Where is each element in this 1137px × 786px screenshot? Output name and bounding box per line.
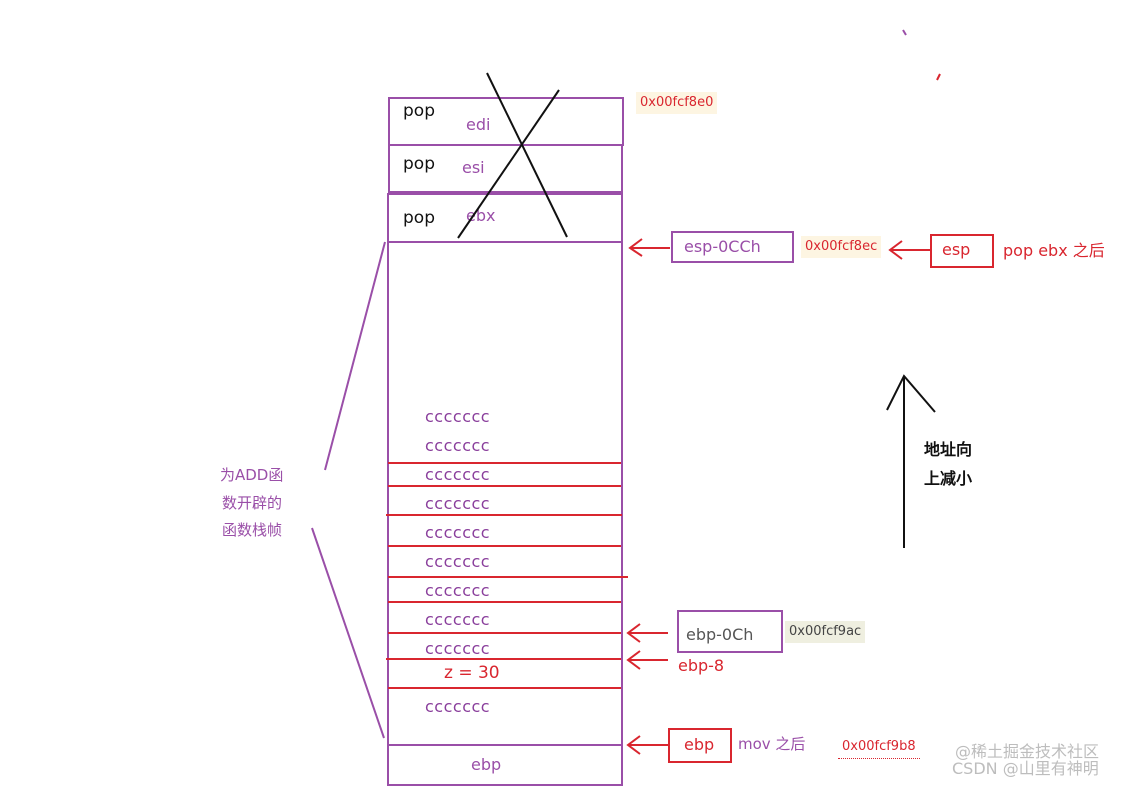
pop-label-ebx: pop [403,208,435,228]
z-value: z = 30 [444,663,500,683]
frame-divider [388,545,621,547]
esp-box [930,234,994,268]
stack-slot-ebp [387,744,623,786]
stray-mark [936,73,941,81]
reg-edi: edi [466,115,491,134]
cross-out-stroke [486,72,568,238]
watermark-line2: CSDN @山里有神明 [952,759,1099,778]
fill-value: ccccccc [425,465,491,484]
pop-label-edi: pop [403,101,435,121]
watermark-line1: @稀土掘金技术社区 [955,742,1100,761]
esp-0cch-label: esp-0CCh [684,237,761,256]
stack-slot-esi [388,144,623,193]
arrow-esp [888,240,930,260]
arrow-ebp-8 [626,650,668,670]
stray-mark [902,29,907,36]
pop-ebx-after-label: pop ebx 之后 [1003,241,1105,260]
esp-0cch-box [671,231,794,263]
pop-label-esi: pop [403,154,435,174]
ebp-8-label: ebp-8 [678,656,725,675]
addr-ebp: 0x00fcf9b8 [838,736,920,759]
frame-caption-line1: 为ADD函 [220,466,284,484]
fill-value: ccccccc [425,494,491,513]
fill-value: ccccccc [425,610,491,629]
arrow-ebp [626,735,668,755]
fill-value: ccccccc [425,552,491,571]
addr-edi: 0x00fcf8e0 [636,92,718,114]
frame-divider [386,658,621,660]
esp-label: esp [942,240,971,259]
fill-value: ccccccc [425,407,491,426]
ebp-0ch-label: ebp-0Ch [686,625,754,644]
addr-esp: 0x00fcf8ec [801,236,882,258]
addr-ebp-0ch: 0x00fcf9ac [785,621,866,643]
ebp-label: ebp [684,735,715,754]
reg-ebx: ebx [466,206,496,225]
frame-divider [388,601,621,603]
arrow-esp-0cch [628,238,670,257]
fill-value: ccccccc [425,523,491,542]
frame-caption-line3: 函数栈帧 [222,521,283,539]
arrow-address-direction [886,374,936,548]
ebp-box [668,728,732,763]
frame-divider [388,632,621,634]
fill-value: ccccccc [425,697,491,716]
base-ebp: ebp [471,755,502,774]
direction-line1: 地址向 [924,440,973,459]
ebp-0ch-box [677,610,783,653]
reg-esi: esi [462,158,485,177]
direction-line2: 上减小 [924,469,973,488]
frame-bracket [324,241,386,471]
fill-value: ccccccc [425,581,491,600]
frame-divider [388,462,621,464]
arrow-ebp-0ch [626,623,668,643]
fill-value: ccccccc [425,436,491,455]
frame-bracket [311,527,385,739]
mov-after-label: mov 之后 [738,735,806,753]
frame-divider [388,485,621,487]
frame-divider [386,514,622,516]
cross-out-stroke [457,89,560,239]
fill-value: ccccccc [425,639,491,658]
frame-caption-line2: 数开辟的 [222,494,283,512]
frame-divider [388,687,621,689]
frame-divider [388,576,628,578]
